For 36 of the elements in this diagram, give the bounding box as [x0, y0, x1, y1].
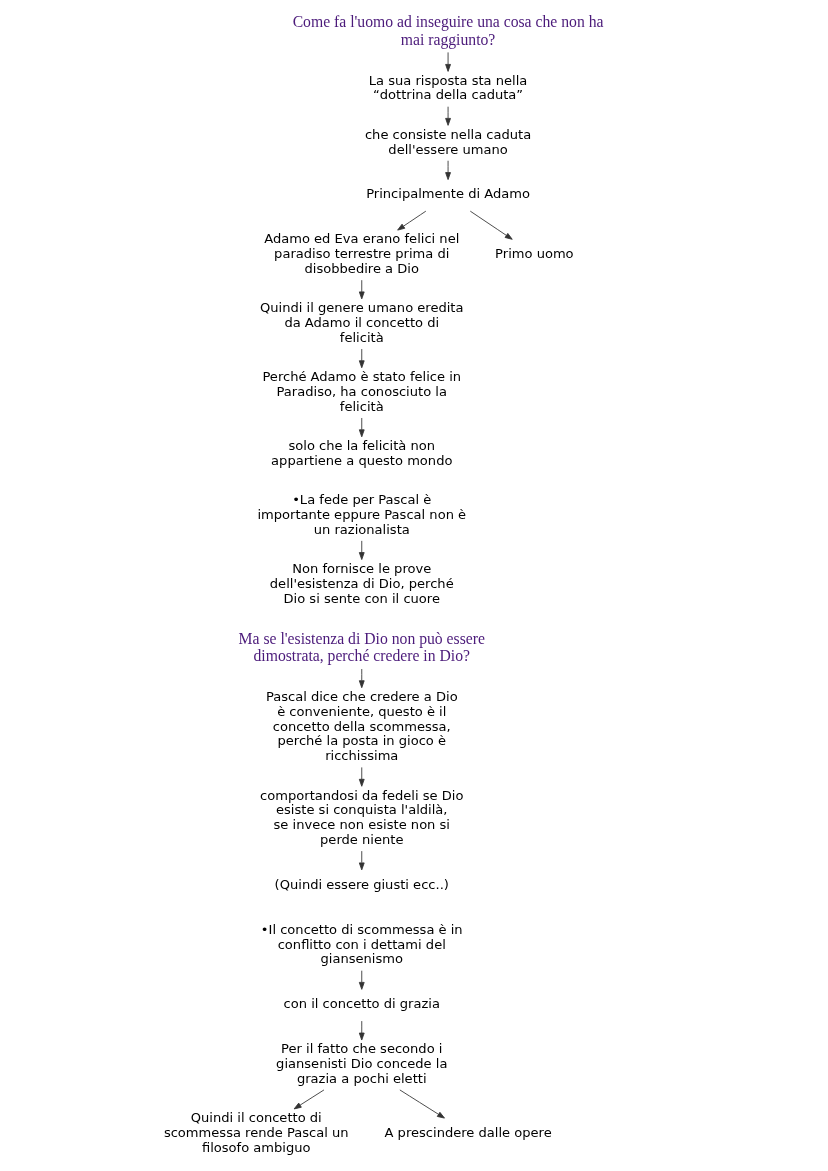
arrow: [293, 1089, 324, 1110]
node-text: Quindi il genere umano eredita da Adamo il concetto di felicità: [259, 300, 464, 345]
node-text: •La fede per Pascal è importante eppure Pascal non è un razionalista: [256, 491, 466, 537]
arrow: [469, 210, 513, 240]
node-text: Primo uomo: [494, 246, 574, 262]
node-text: Adamo ed Eva erano felici nel paradiso terrestre prima di disobbedire a Dio: [263, 231, 459, 276]
node-text: Per il fatto che secondo i giansenisti Dio concede la grazia a pochi eletti: [275, 1041, 447, 1086]
node-text: Principalmente di Adamo: [365, 186, 530, 202]
arrow: [444, 51, 451, 72]
node-text: A prescindere dalle opere: [384, 1124, 552, 1140]
arrow: [358, 417, 365, 438]
arrow: [444, 160, 451, 180]
node-text: Pascal dice che credere a Dio è conveniente, questo è il concetto della scommessa, perché la posta in gioco è ricchissima: [265, 689, 458, 764]
arrow: [398, 1089, 445, 1119]
arrow: [358, 279, 365, 300]
arrow: [358, 348, 365, 369]
arrow: [444, 106, 451, 126]
arrow: [358, 767, 365, 787]
arrow: [396, 210, 426, 231]
node-text: •Il concetto di scommessa è in conflitto con i dettami del giansenismo: [260, 921, 463, 967]
node-text: comportandosi da fedeli se Dio esiste si conquista l'aldilà, se invece non esiste non si perde niente: [259, 787, 463, 847]
arrow: [358, 970, 365, 990]
node-text: con il concetto di grazia: [283, 996, 440, 1012]
arrow: [358, 1020, 365, 1041]
arrow: [358, 668, 365, 689]
node-text: solo che la felicità non appartiene a questo mondo: [270, 437, 452, 468]
node-text: Quindi il concetto di scommessa rende Pascal un filosofo ambiguo: [163, 1110, 349, 1155]
node-text: La sua risposta sta nella “dottrina della caduta”: [368, 72, 527, 103]
node-text: Non fornisce le prove dell'esistenza di Dio, perché Dio si sente con il cuore: [269, 560, 454, 606]
node-text: (Quindi essere giusti ecc..): [274, 876, 449, 892]
node-text: Come fa l'uomo ad inseguire una cosa che non ha mai raggiunto?: [292, 13, 603, 48]
arrow: [358, 850, 365, 871]
node-text: Ma se l'esistenza di Dio non può essere dimostrata, perché credere in Dio?: [238, 629, 485, 665]
node-text: che consiste nella caduta dell'essere umano: [364, 126, 531, 157]
node-text: Perché Adamo è stato felice in Paradiso, ha conosciuto la felicità: [261, 369, 461, 414]
arrow: [358, 540, 365, 560]
